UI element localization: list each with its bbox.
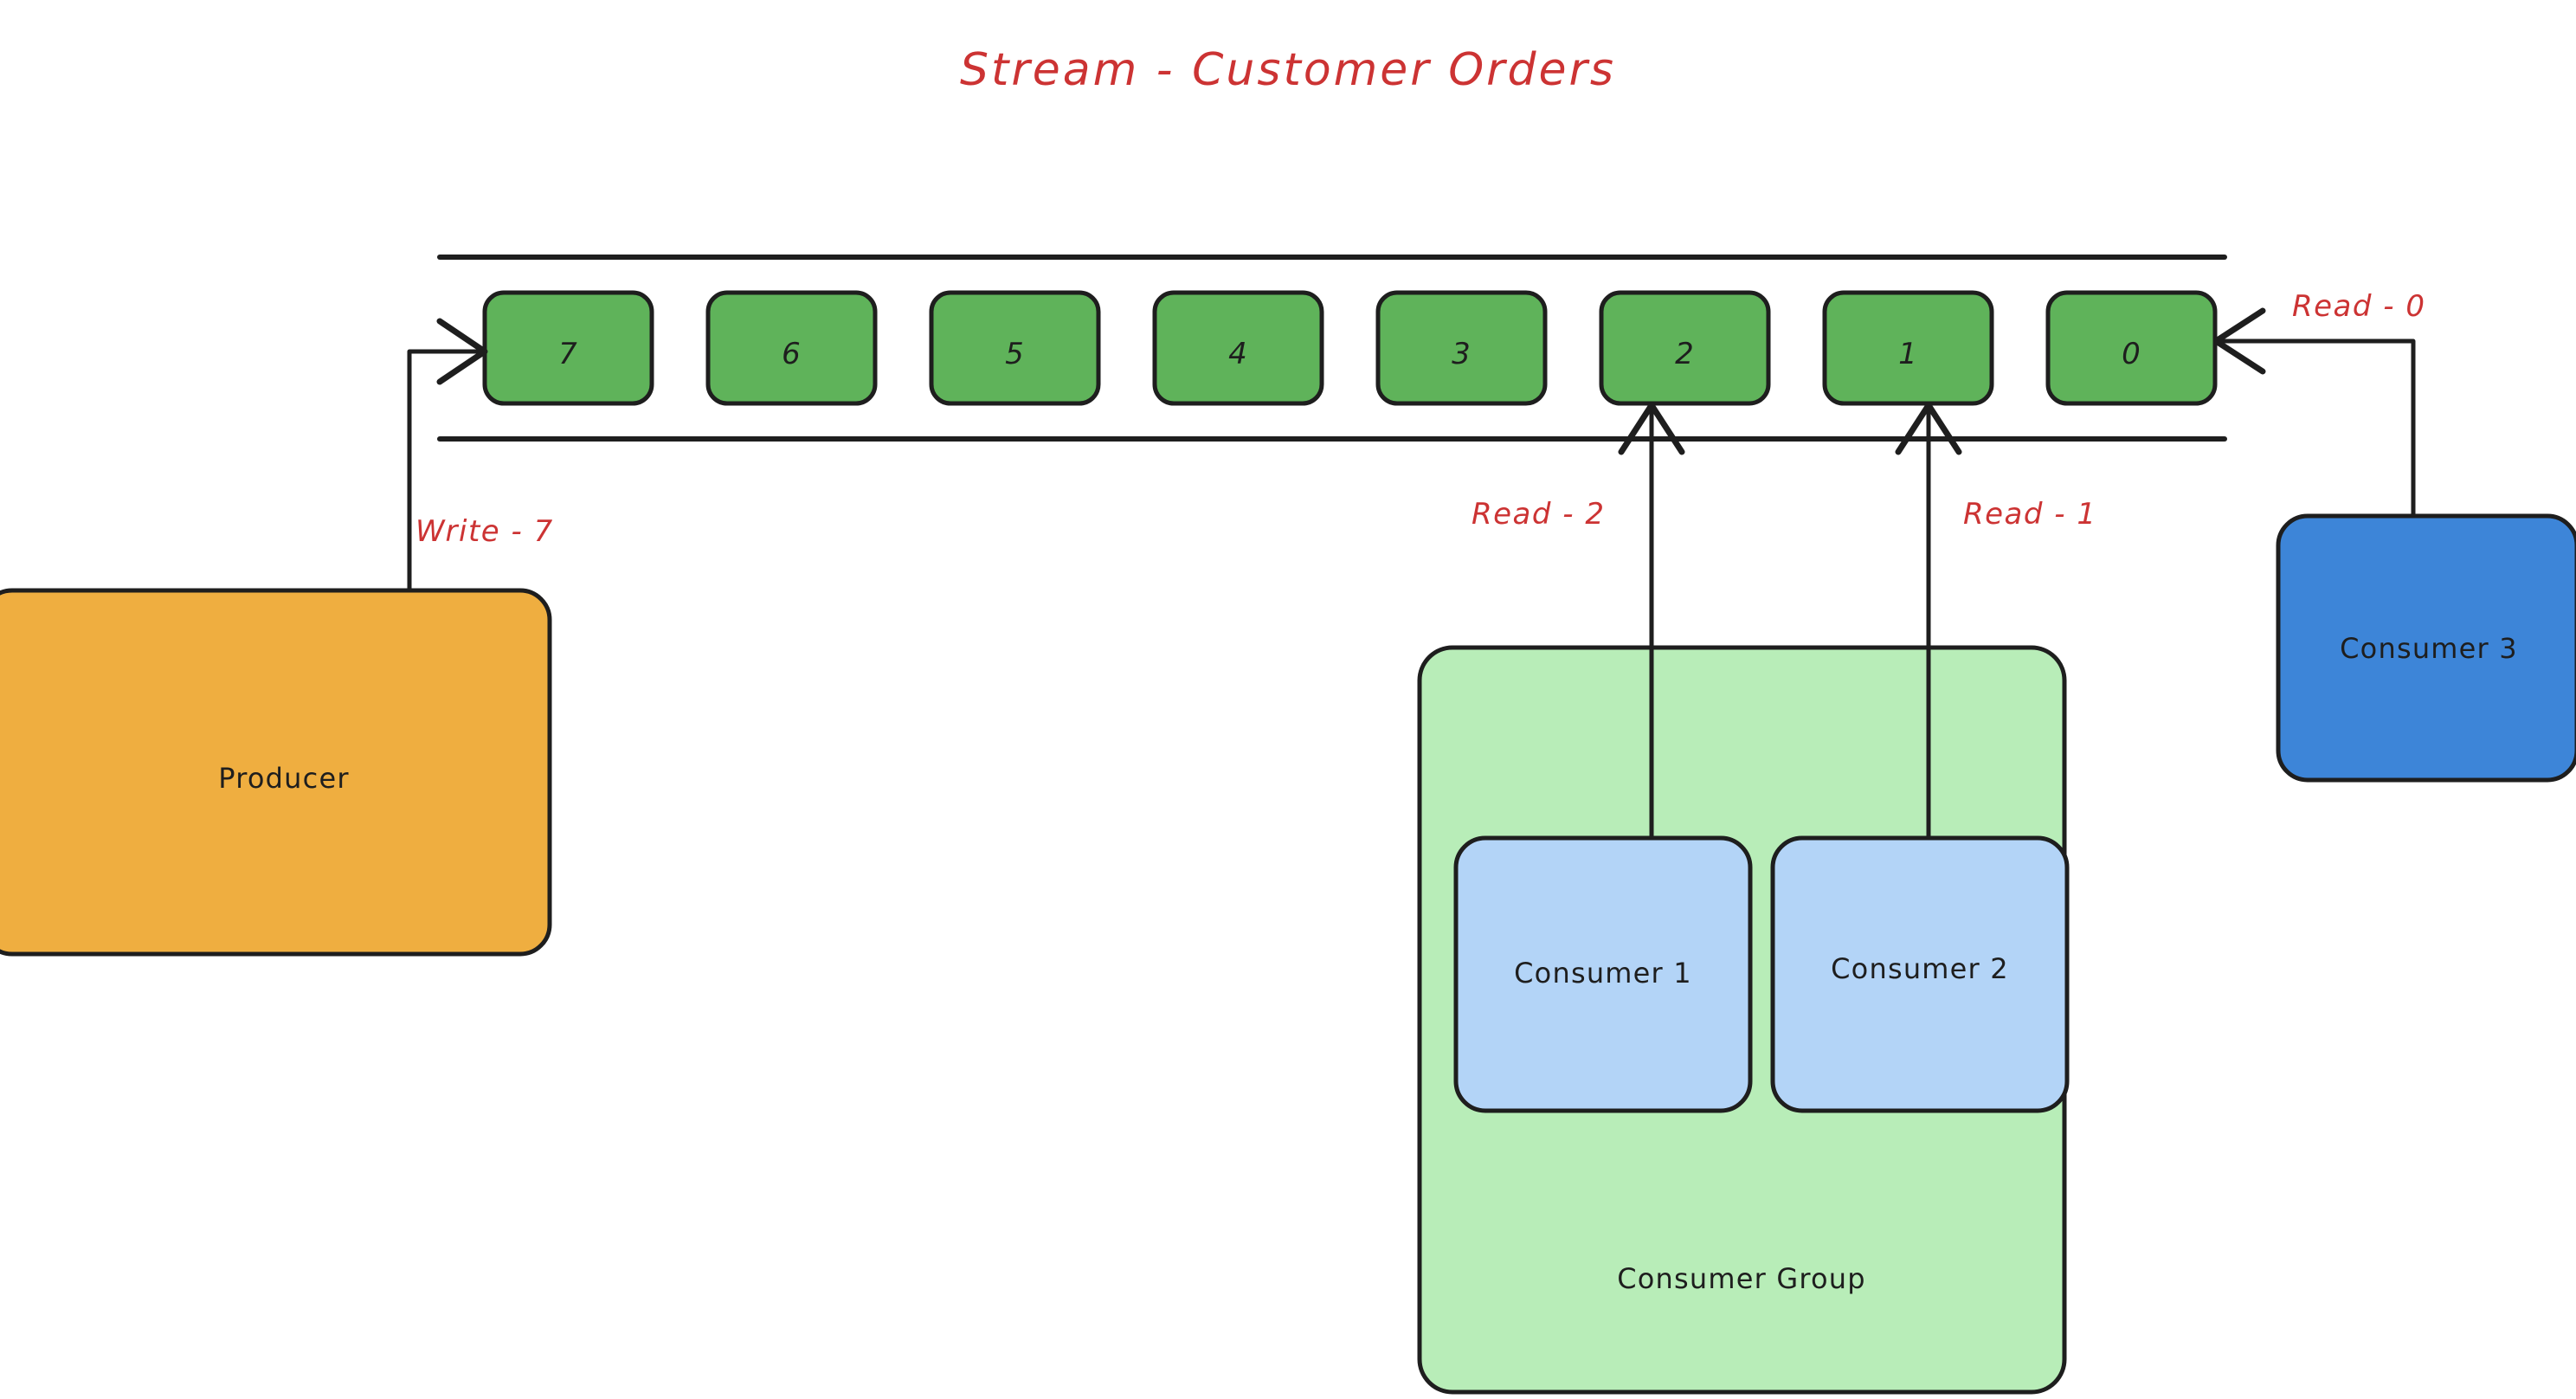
- producer-node[interactable]: Producer: [0, 588, 552, 957]
- read0-edge: Read - 0: [2212, 289, 2425, 519]
- consumer3-label: Consumer 3: [2340, 632, 2518, 665]
- stream-cell-5-label: 5: [1005, 337, 1024, 371]
- stream-cell-2[interactable]: 2: [1599, 290, 1771, 406]
- read1-edge-label: Read - 1: [1963, 497, 2096, 532]
- stream-cell-1-box[interactable]: [1822, 290, 1994, 406]
- stream-cell-7[interactable]: 7: [482, 290, 654, 406]
- stream-cell-4-box[interactable]: [1152, 290, 1324, 406]
- read1-edge-arrowhead: [1895, 402, 1962, 455]
- stream-cell-4-label: 4: [1228, 337, 1247, 371]
- consumer3-box[interactable]: [2276, 513, 2576, 783]
- stream-cell-1[interactable]: 1: [1822, 290, 1994, 406]
- stream-cell-6[interactable]: 6: [705, 290, 878, 406]
- stream-cell-0-box[interactable]: [2045, 290, 2218, 406]
- producer-box[interactable]: [0, 588, 552, 957]
- consumer-group-label: Consumer Group: [1617, 1262, 1866, 1295]
- read0-edge-label: Read - 0: [2292, 289, 2425, 324]
- write-edge-line: [407, 349, 486, 593]
- read0-edge-line: [2215, 338, 2416, 519]
- consumer3-node[interactable]: Consumer 3: [2276, 513, 2576, 783]
- stream-cell-2-box[interactable]: [1599, 290, 1771, 406]
- consumer1-node[interactable]: Consumer 1: [1453, 835, 1753, 1113]
- stream-cell-1-label: 1: [1898, 337, 1917, 371]
- consumer1-label: Consumer 1: [1514, 957, 1692, 990]
- consumer1-box[interactable]: [1453, 835, 1753, 1113]
- stream-cell-2-label: 2: [1675, 337, 1694, 371]
- consumer2-label: Consumer 2: [1831, 952, 2009, 985]
- stream-cell-6-box[interactable]: [705, 290, 878, 406]
- read1-edge: Read - 1: [1895, 402, 2096, 841]
- stream-cell-0[interactable]: 0: [2045, 290, 2218, 406]
- stream-cell-5-box[interactable]: [929, 290, 1101, 406]
- read2-edge: Read - 2: [1472, 402, 1685, 841]
- stream-cell-7-label: 7: [558, 337, 577, 371]
- diagram-title: Stream - Customer Orders: [960, 44, 1616, 96]
- consumer2-node[interactable]: Consumer 2: [1770, 835, 2070, 1113]
- stream-cell-5[interactable]: 5: [929, 290, 1101, 406]
- read2-edge-arrowhead: [1618, 402, 1685, 455]
- stream-cell-0-label: 0: [2122, 337, 2141, 371]
- consumer2-box[interactable]: [1770, 835, 2070, 1113]
- read0-edge-arrowhead: [2212, 307, 2266, 375]
- write-edge: Write - 7: [407, 318, 554, 593]
- stream-cell-3-box[interactable]: [1375, 290, 1548, 406]
- stream-cell-4[interactable]: 4: [1152, 290, 1324, 406]
- stream-cell-3-label: 3: [1452, 337, 1471, 371]
- read2-edge-label: Read - 2: [1472, 497, 1605, 532]
- write-edge-arrowhead: [436, 318, 488, 385]
- producer-label: Producer: [218, 762, 349, 795]
- stream-cell-3[interactable]: 3: [1375, 290, 1548, 406]
- write-edge-label: Write - 7: [415, 514, 554, 549]
- stream-cell-6-label: 6: [782, 337, 801, 371]
